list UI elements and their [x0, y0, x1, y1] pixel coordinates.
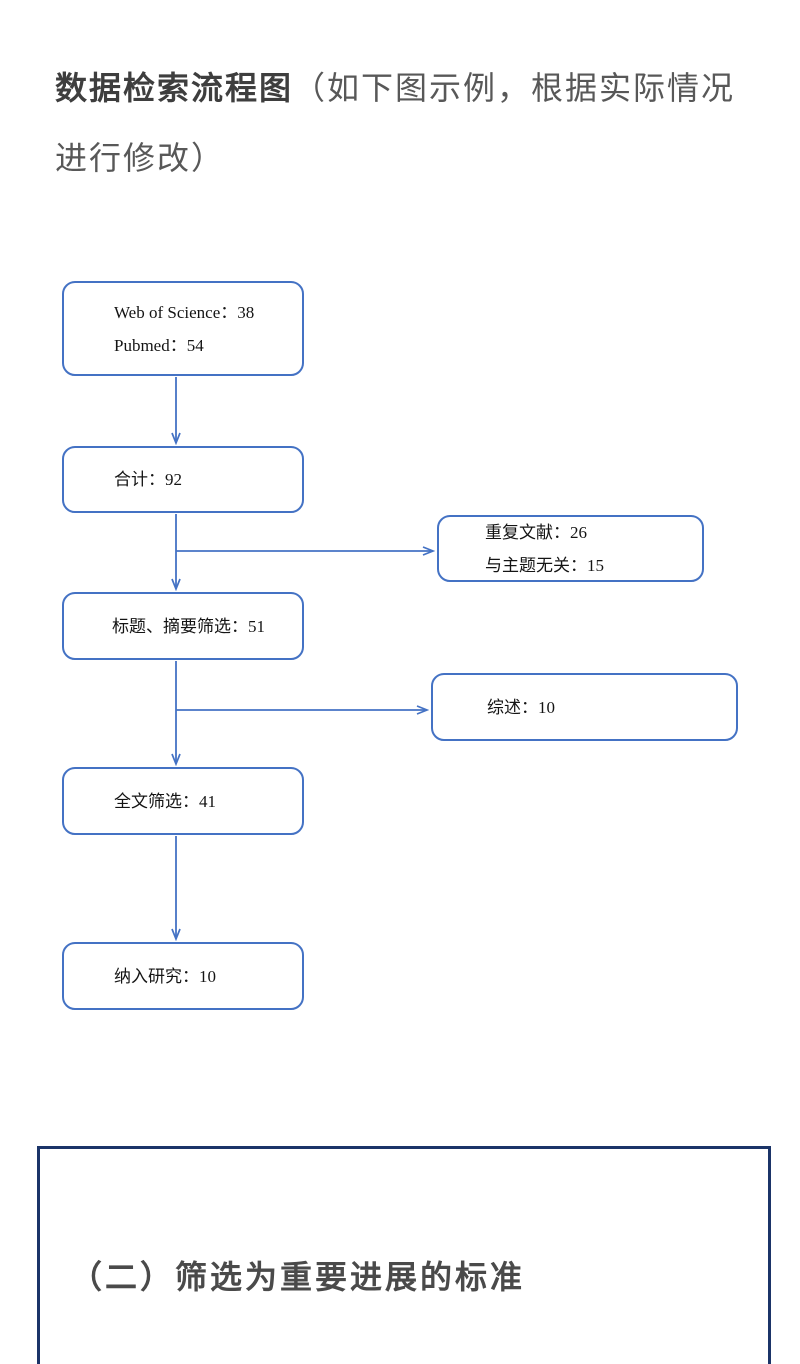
flow-node-line: 重复文献：26	[485, 522, 587, 542]
flow-node-title-abstract: 标题、摘要筛选：51	[62, 592, 304, 660]
flow-node-line: 合计：92	[114, 470, 182, 489]
page-title-note: （如下图示例，根据实际情况进行修改）	[55, 70, 736, 176]
flow-node-line: Web of Science：38	[114, 302, 255, 322]
section-heading: （二）筛选为重要进展的标准	[70, 1259, 526, 1295]
flow-node-reviews: 综述：10	[431, 673, 738, 741]
section-box: （二）筛选为重要进展的标准	[37, 1146, 771, 1364]
flow-node-sources: Web of Science：38 Pubmed：54	[62, 281, 304, 376]
flow-node-total: 合计：92	[62, 446, 304, 513]
flow-node-line: 与主题无关：15	[485, 555, 604, 575]
flow-node-line: Pubmed：54	[114, 335, 204, 355]
page-title: 数据检索流程图（如下图示例，根据实际情况进行修改）	[55, 53, 755, 193]
page-title-main: 数据检索流程图	[55, 70, 294, 106]
flow-node-fulltext: 全文筛选：41	[62, 767, 304, 835]
flow-node-line: 综述：10	[487, 697, 555, 717]
flow-node-included: 纳入研究：10	[62, 942, 304, 1010]
flow-node-line: 全文筛选：41	[114, 791, 216, 811]
flow-node-line: 纳入研究：10	[114, 966, 216, 986]
flow-node-line: 标题、摘要筛选：51	[112, 616, 265, 636]
flow-node-excluded: 重复文献：26 与主题无关：15	[437, 515, 704, 582]
